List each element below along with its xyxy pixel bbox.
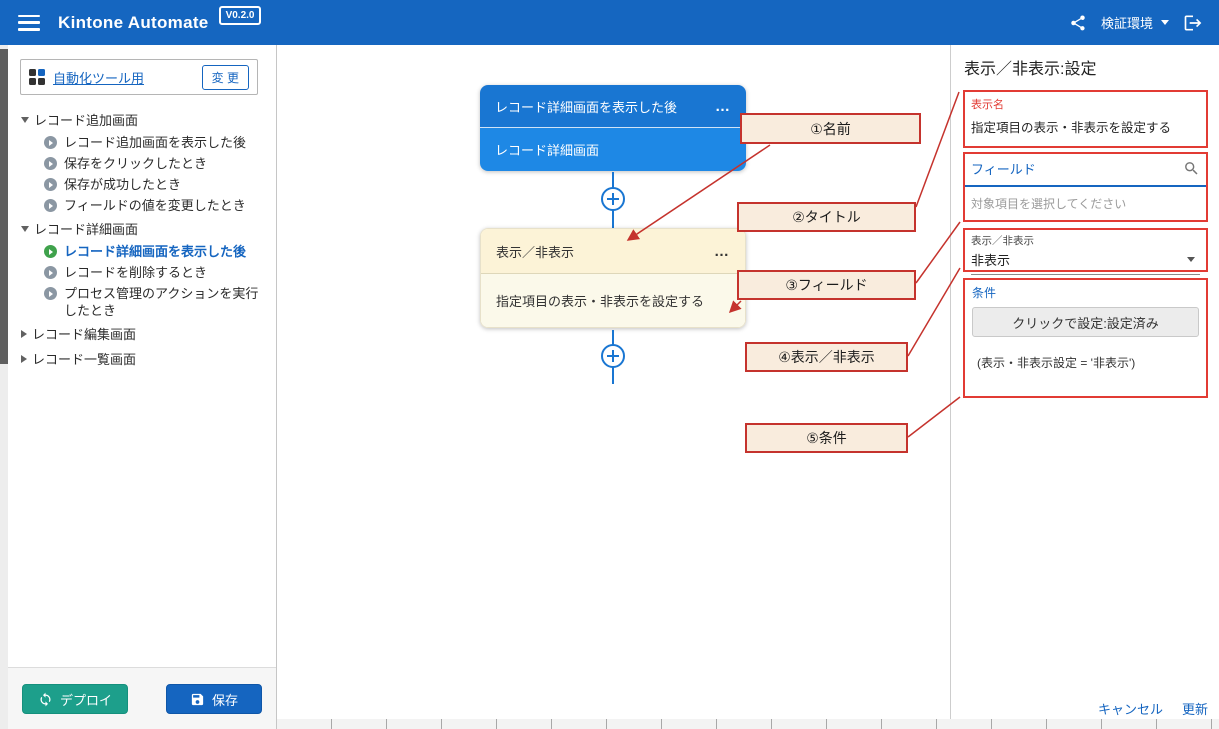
field-placeholder: 対象項目を選択してください — [971, 197, 1127, 211]
app-title: Kintone Automate — [58, 12, 209, 32]
trigger-node[interactable]: レコード詳細画面を表示した後 … レコード詳細画面 — [480, 85, 746, 171]
save-button[interactable]: 保存 — [166, 684, 262, 714]
logout-icon[interactable] — [1183, 13, 1203, 33]
tree-group-record-detail[interactable]: レコード詳細画面 — [8, 216, 275, 241]
condition-summary: (表示・非表示設定 = '非表示') — [977, 356, 1136, 370]
condition-set-button[interactable]: クリックで設定:設定済み — [972, 307, 1199, 337]
app-link[interactable]: 自動化ツール用 — [53, 70, 145, 86]
chevron-down-icon — [1161, 20, 1169, 25]
search-icon[interactable] — [1183, 160, 1200, 177]
display-name-value[interactable]: 指定項目の表示・非表示を設定する — [971, 121, 1172, 135]
vertical-scrollbar[interactable] — [0, 45, 8, 729]
annotation-visibility: ④表示／非表示 — [745, 342, 908, 372]
vertical-scrollbar-thumb[interactable] — [0, 49, 8, 364]
visibility-select-value: 非表示 — [971, 253, 1011, 268]
version-badge: V0.2.0 — [218, 6, 262, 25]
panel-title: 表示／非表示:設定 — [964, 61, 1097, 78]
annotation-title: ②タイトル — [737, 202, 916, 232]
save-icon — [190, 692, 205, 707]
field-picker-label: フィールド — [971, 162, 1036, 177]
chevron-down-icon — [1187, 257, 1195, 262]
tree-item-active[interactable]: レコード詳細画面を表示した後 — [8, 241, 275, 262]
chevron-collapsed-icon — [21, 329, 27, 338]
deploy-button[interactable]: デプロイ — [22, 684, 128, 714]
display-name-label: 表示名 — [971, 99, 1004, 111]
node-menu-icon[interactable]: … — [715, 97, 731, 115]
action-node[interactable]: 表示／非表示 … 指定項目の表示・非表示を設定する — [480, 228, 746, 328]
chevron-expanded-icon — [21, 116, 29, 123]
sidebar: 自動化ツール用 変 更 レコード追加画面 レコード追加画面を表示した後 保存をク… — [8, 45, 277, 729]
settings-panel: 表示／非表示:設定 表示名 指定項目の表示・非表示を設定する フィールド 対象項… — [950, 45, 1219, 719]
hamburger-icon[interactable] — [18, 14, 40, 31]
visibility-select-label: 表示／非表示 — [971, 235, 1034, 247]
chevron-collapsed-icon — [21, 354, 27, 363]
tree-item[interactable]: レコード追加画面を表示した後 — [8, 132, 275, 153]
field-input-underline[interactable] — [965, 185, 1206, 187]
node-menu-icon[interactable]: … — [714, 242, 730, 260]
annotation-name: ①名前 — [740, 113, 921, 144]
event-icon — [44, 199, 57, 212]
event-icon — [44, 157, 57, 170]
condition-field: 条件 クリックで設定:設定済み (表示・非表示設定 = '非表示') — [963, 278, 1208, 398]
tree-item[interactable]: 保存をクリックしたとき — [8, 153, 275, 174]
trigger-node-title: レコード詳細画面を表示した後 — [495, 99, 678, 115]
cancel-link[interactable]: キャンセル — [1098, 702, 1164, 717]
tree-item[interactable]: フィールドの値を変更したとき — [8, 195, 275, 216]
condition-label: 条件 — [972, 286, 997, 300]
tree-item[interactable]: プロセス管理のアクションを実行したとき — [8, 283, 275, 321]
tree-item[interactable]: レコードを削除するとき — [8, 262, 275, 283]
update-link[interactable]: 更新 — [1182, 702, 1209, 717]
sync-icon — [38, 692, 53, 707]
chevron-expanded-icon — [21, 225, 29, 232]
event-icon — [44, 136, 57, 149]
display-name-field: 表示名 指定項目の表示・非表示を設定する — [963, 90, 1208, 148]
tree-group-record-list[interactable]: レコード一覧画面 — [8, 346, 275, 371]
environment-selector[interactable]: 検証環境 — [1101, 13, 1169, 32]
share-icon[interactable] — [1069, 14, 1087, 32]
horizontal-scrollbar[interactable] — [277, 719, 1219, 729]
visibility-select: 表示／非表示 非表示 — [963, 228, 1208, 275]
tree-item[interactable]: 保存が成功したとき — [8, 174, 275, 195]
event-icon — [44, 287, 57, 300]
event-icon-active — [44, 245, 57, 258]
tree-group-record-edit[interactable]: レコード編集画面 — [8, 321, 275, 346]
action-node-subtitle: 指定項目の表示・非表示を設定する — [496, 294, 705, 309]
trigger-node-subtitle: レコード詳細画面 — [495, 143, 600, 158]
event-tree: レコード追加画面 レコード追加画面を表示した後 保存をクリックしたとき 保存が成… — [8, 107, 275, 371]
event-icon — [44, 266, 57, 279]
environment-label: 検証環境 — [1100, 16, 1153, 31]
add-node-icon[interactable] — [601, 344, 625, 368]
visibility-select-control[interactable]: 非表示 — [971, 248, 1200, 275]
connector-line — [601, 172, 625, 228]
add-node-icon[interactable] — [601, 187, 625, 211]
connector-line — [601, 330, 625, 384]
flow-canvas: レコード詳細画面を表示した後 … レコード詳細画面 表示／非表示 … 指定項目の… — [277, 45, 950, 719]
tree-group-record-add[interactable]: レコード追加画面 — [8, 107, 275, 132]
field-picker: フィールド 対象項目を選択してください — [963, 152, 1208, 222]
change-app-button[interactable]: 変 更 — [201, 64, 249, 90]
annotation-condition: ⑤条件 — [745, 423, 908, 453]
top-app-bar: Kintone Automate V0.2.0 検証環境 — [0, 0, 1219, 45]
event-icon — [44, 178, 57, 191]
sidebar-actions: デプロイ 保存 — [8, 667, 276, 729]
action-node-title: 表示／非表示 — [496, 244, 575, 260]
app-selector: 自動化ツール用 変 更 — [20, 59, 258, 95]
annotation-field: ③フィールド — [737, 270, 916, 300]
app-grid-icon — [29, 69, 45, 85]
